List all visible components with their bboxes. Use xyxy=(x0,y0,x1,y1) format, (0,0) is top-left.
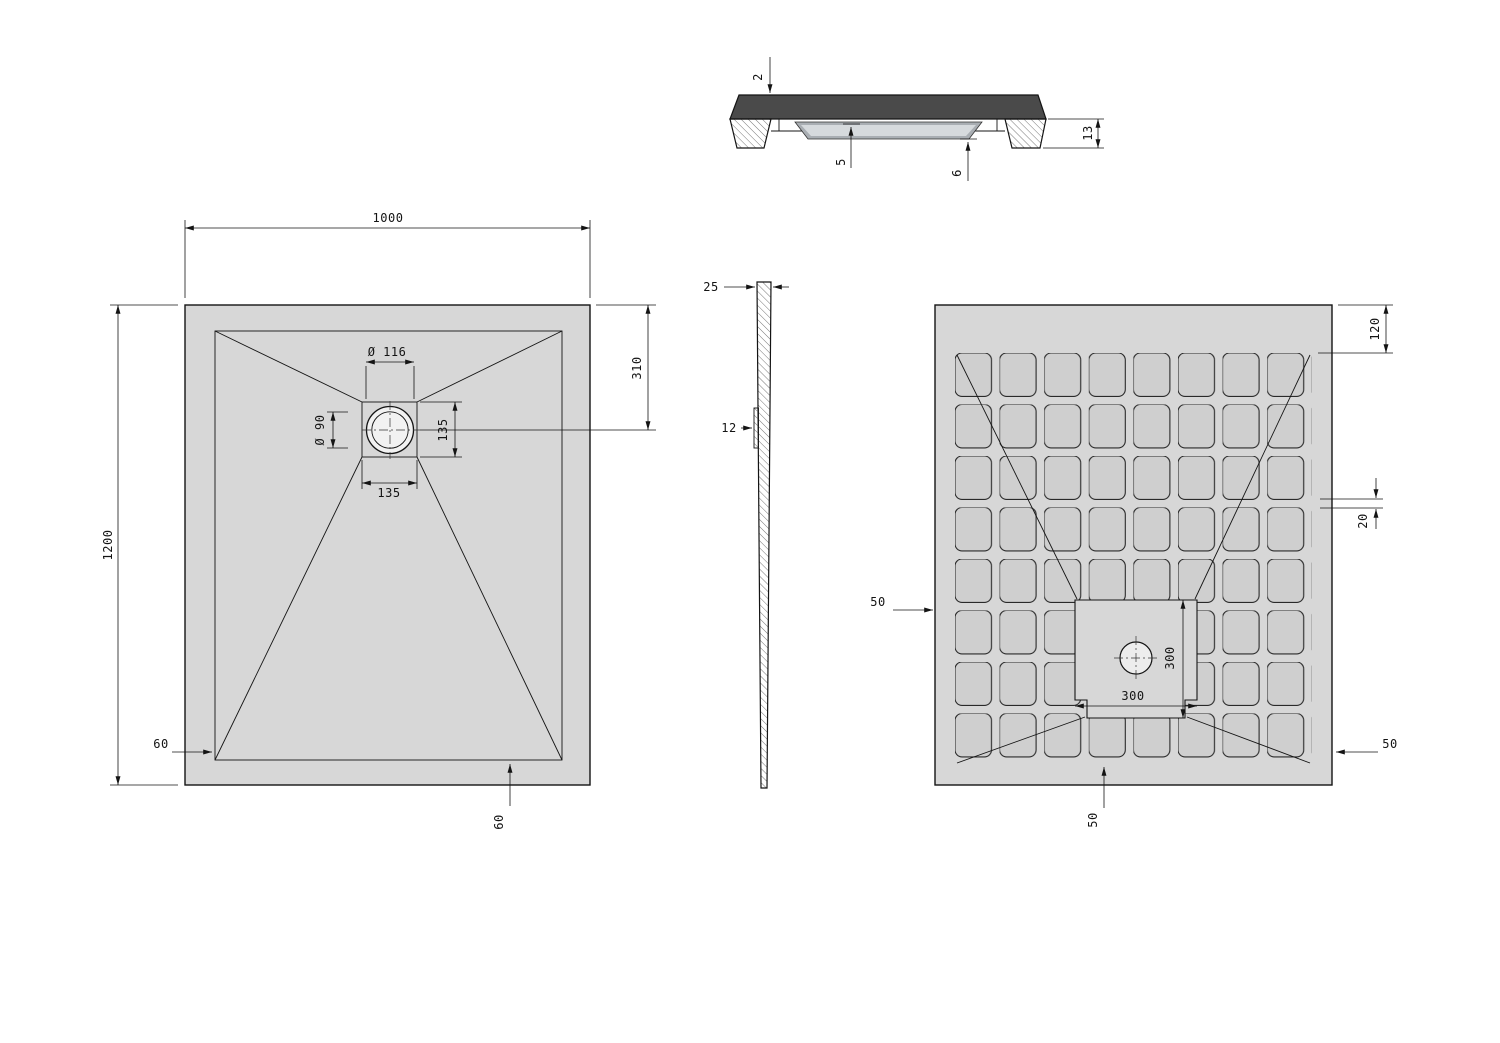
dim-rib-20: 20 xyxy=(1320,478,1383,529)
dim-left-margin-label: 50 xyxy=(870,595,885,609)
dim-length-1200: 1200 xyxy=(101,304,178,786)
plan-slope-edge xyxy=(214,456,363,761)
dim-width-1000: 1000 xyxy=(184,211,591,298)
dim-drain-offset-label: 310 xyxy=(630,356,644,379)
dim-square-width-label: 135 xyxy=(377,486,400,500)
dim-square-height-135: 135 xyxy=(420,401,462,458)
dim-square-height-label: 135 xyxy=(436,418,450,441)
dim-drain-flange-dia: Ø 116 xyxy=(365,345,415,399)
dim-rim-bottom-label: 60 xyxy=(492,814,506,829)
side-view: 25 12 xyxy=(703,280,789,789)
dim-drain-flange-label: Ø 116 xyxy=(368,345,407,359)
dim-edge-height: 13 xyxy=(1043,118,1104,149)
plan-slope-edge xyxy=(416,456,563,761)
dim-left-margin-50: 50 xyxy=(870,595,933,613)
plan-floor-outline xyxy=(214,330,563,761)
plan-drain-square xyxy=(361,401,418,458)
dim-rim-left-60: 60 xyxy=(153,737,212,755)
bottom-slope-edge xyxy=(956,716,1086,764)
dim-recess-depth-label: 5 xyxy=(834,158,848,166)
plan-view: 1000 1200 Ø 116 Ø 90 310 xyxy=(101,211,656,830)
bottom-slope-edge xyxy=(956,354,1078,600)
bottom-slope-edge xyxy=(1194,354,1311,600)
side-profile-hatched xyxy=(756,281,772,789)
dim-top-margin-120: 120 xyxy=(1318,304,1393,354)
dim-thickness-label: 25 xyxy=(703,280,718,294)
dim-bottom-margin-50: 50 xyxy=(1086,767,1107,828)
dim-rim-left-label: 60 xyxy=(153,737,168,751)
dim-top-lip: 2 xyxy=(751,57,773,93)
dim-width-label: 1000 xyxy=(373,211,404,225)
bottom-slope-edge xyxy=(1186,716,1311,764)
dim-top-lip-label: 2 xyxy=(751,73,765,81)
dim-bottom-margin-label: 50 xyxy=(1086,812,1100,827)
section-right-rim-hatched xyxy=(1004,118,1047,149)
section-view: 2 5 6 13 xyxy=(729,57,1104,181)
dim-recess-width-300: 300 xyxy=(1075,689,1197,709)
dim-recess-depth: 5 xyxy=(834,123,860,168)
dim-rim-bottom-60: 60 xyxy=(492,764,513,830)
section-drain-cover-highlight xyxy=(801,125,976,136)
dim-drain-dia-label: Ø 90 xyxy=(313,415,327,446)
dim-right-margin-label: 50 xyxy=(1382,737,1397,751)
dim-top-margin-label: 120 xyxy=(1368,317,1382,340)
section-left-rim-hatched xyxy=(729,118,772,149)
plan-slope-edge xyxy=(416,330,563,403)
dim-recess-height-300: 300 xyxy=(1163,600,1186,718)
dim-length-label: 1200 xyxy=(101,530,115,561)
dim-cover-drop: 6 xyxy=(950,138,977,181)
dim-drain-dia: Ø 90 xyxy=(313,411,348,449)
dim-square-width-135: 135 xyxy=(361,460,418,500)
dim-thickness-25: 25 xyxy=(703,280,789,294)
dim-recess-width-label: 300 xyxy=(1121,689,1144,703)
dim-edge-height-label: 13 xyxy=(1081,125,1095,140)
dim-cover-drop-label: 6 xyxy=(950,169,964,177)
dim-right-margin-50: 50 xyxy=(1336,737,1397,755)
dim-rib-label: 20 xyxy=(1356,513,1370,528)
plan-tray-outline xyxy=(184,304,591,786)
bottom-view: 120 20 50 50 50 300 300 xyxy=(870,304,1397,828)
plan-slope-edge xyxy=(214,330,363,403)
dim-recess-height-label: 300 xyxy=(1163,646,1177,669)
dim-boss-12: 12 xyxy=(721,421,752,435)
section-top-surface xyxy=(729,94,1047,120)
side-drain-boss xyxy=(753,407,759,449)
dim-drain-offset-310: 310 xyxy=(420,304,656,431)
dim-boss-label: 12 xyxy=(721,421,736,435)
